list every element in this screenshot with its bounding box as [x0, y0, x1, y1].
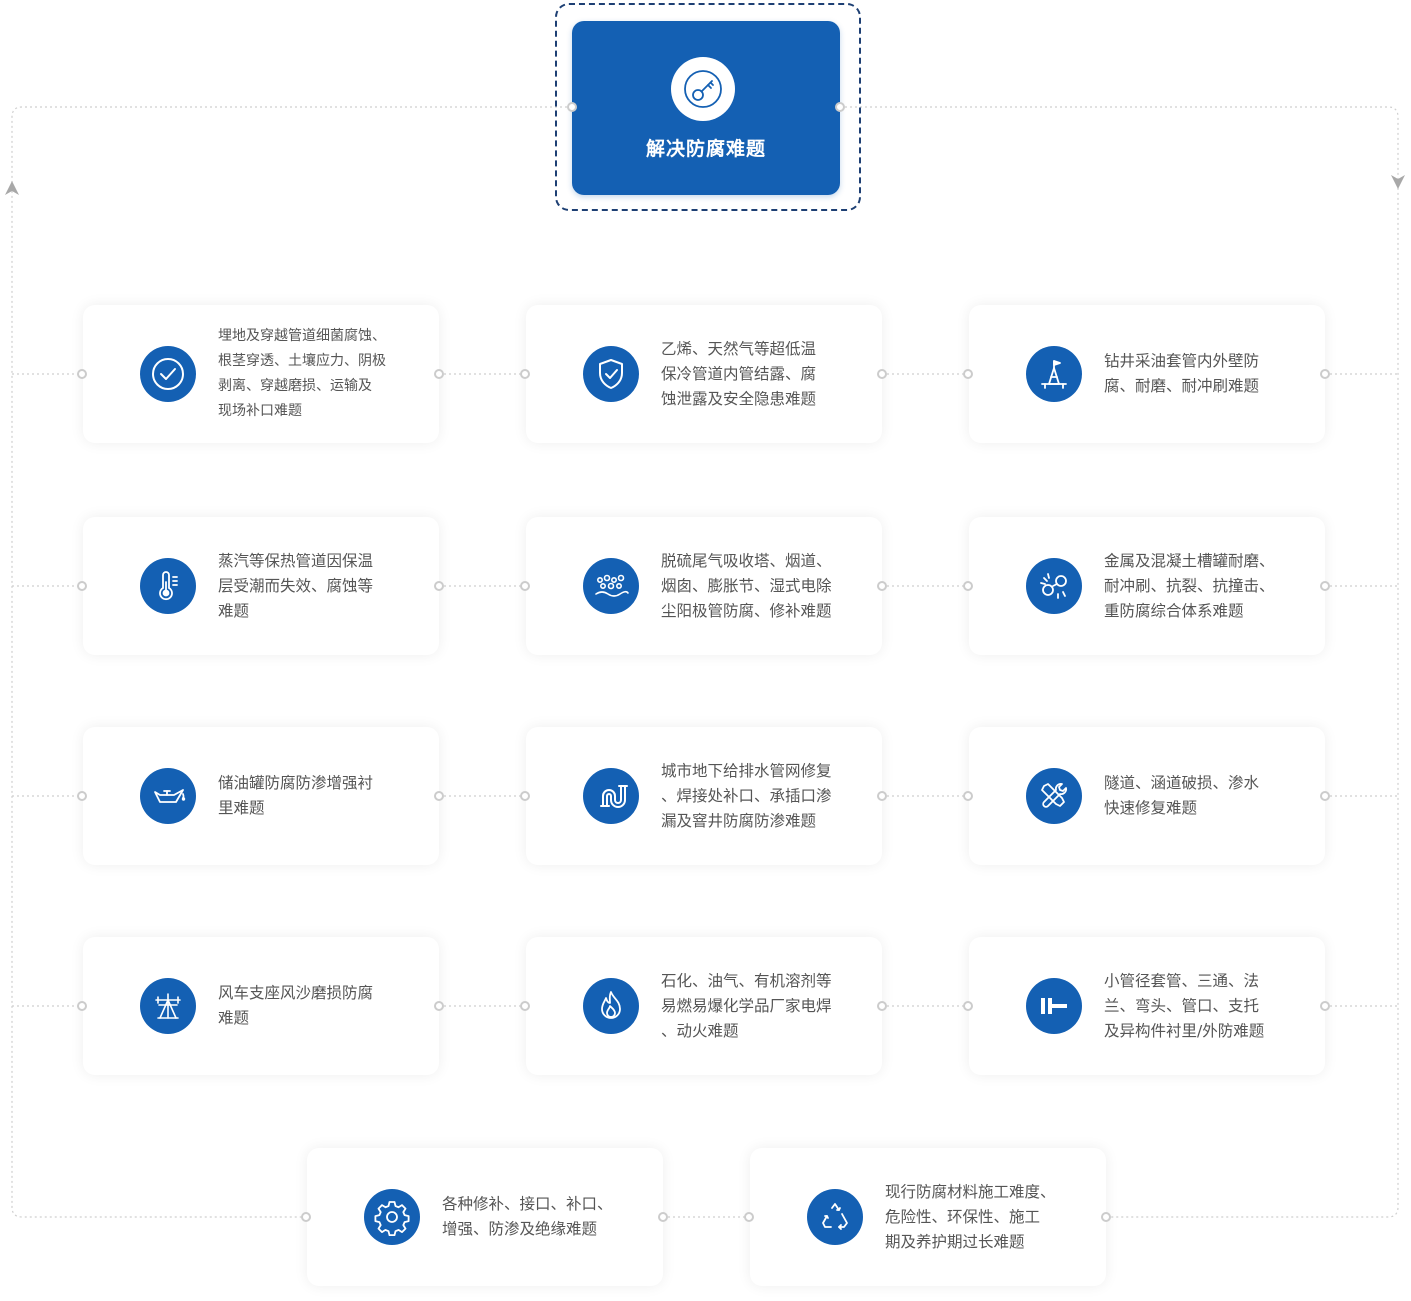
problem-text: 乙烯、天然气等超低温 保冷管道内管结露、腐 蚀泄露及安全隐患难题	[661, 339, 817, 408]
problem-text: 小管径套管、三通、法 兰、弯头、管口、支托 及异构件衬里/外防难题	[1104, 971, 1265, 1040]
connector-dot	[520, 1001, 530, 1011]
problem-text: 蒸汽等保热管道因保温 层受潮而失效、腐蚀等 难题	[218, 551, 374, 620]
impact-icon	[1026, 558, 1082, 614]
problem-card: 蒸汽等保热管道因保温 层受潮而失效、腐蚀等 难题	[83, 517, 439, 655]
problem-text: 城市地下给排水管网修复 、焊接处补口、承插口渗 漏及窨井防腐防渗难题	[661, 761, 832, 830]
shield-check-icon	[583, 346, 639, 402]
connector-dot	[301, 1212, 311, 1222]
outer-loop-left	[11, 106, 572, 1218]
oil-rig-icon	[1026, 346, 1082, 402]
header-title: 解决防腐难题	[645, 138, 766, 160]
problem-text: 现行防腐材料施工难度、 危险性、环保性、施工 期及养护期过长难题	[885, 1182, 1056, 1251]
connector-dot	[835, 102, 845, 112]
connector-dot	[877, 581, 887, 591]
problem-card: 金属及混凝土槽罐耐磨、 耐冲刷、抗裂、抗撞击、 重防腐综合体系难题	[969, 517, 1325, 655]
arrow-down-icon	[1391, 175, 1405, 189]
problem-text: 储油罐防腐防渗增强衬 里难题	[218, 774, 374, 817]
problem-card: 钻井采油套管内外壁防 腐、耐磨、耐冲刷难题	[969, 305, 1325, 443]
problem-card: 现行防腐材料施工难度、 危险性、环保性、施工 期及养护期过长难题	[750, 1148, 1106, 1286]
connector-dot	[658, 1212, 668, 1222]
oil-can-icon	[140, 768, 196, 824]
key-icon	[671, 57, 735, 121]
connector-dot	[877, 791, 887, 801]
connector-dot	[963, 581, 973, 591]
thermometer-icon	[140, 558, 196, 614]
problem-text: 隧道、涵道破损、渗水 快速修复难题	[1104, 774, 1260, 817]
tools-icon	[1026, 768, 1082, 824]
problem-text: 各种修补、接口、补口、 增强、防渗及绝缘难题	[442, 1195, 613, 1238]
problem-text: 风车支座风沙磨损防腐 难题	[218, 984, 374, 1027]
pipe-flange-icon	[1026, 978, 1082, 1034]
gear-icon	[364, 1189, 420, 1245]
problem-card: 隧道、涵道破损、渗水 快速修复难题	[969, 727, 1325, 865]
connector-dot	[1101, 1212, 1111, 1222]
problem-text: 埋地及穿越管道细菌腐蚀、 根茎穿透、土壤应力、阴极 剥离、穿越磨损、运输及 现场…	[218, 328, 386, 419]
problem-card: 各种修补、接口、补口、 增强、防渗及绝缘难题	[307, 1148, 663, 1286]
problem-text: 石化、油气、有机溶剂等 易燃易爆化学品厂家电焊 、动火难题	[661, 971, 832, 1040]
connector-dot	[434, 791, 444, 801]
connector-dot	[877, 1001, 887, 1011]
problem-text: 钻井采油套管内外壁防 腐、耐磨、耐冲刷难题	[1104, 352, 1260, 395]
connector-dot	[434, 369, 444, 379]
connector-dot	[1320, 581, 1330, 591]
problem-card: 埋地及穿越管道细菌腐蚀、 根茎穿透、土壤应力、阴极 剥离、穿越磨损、运输及 现场…	[83, 305, 439, 443]
problem-card: 城市地下给排水管网修复 、焊接处补口、承插口渗 漏及窨井防腐防渗难题	[526, 727, 882, 865]
problem-text: 脱硫尾气吸收塔、烟道、 烟囱、膨胀节、湿式电除 尘阳极管防腐、修补难题	[661, 551, 832, 620]
problem-card: 风车支座风沙磨损防腐 难题	[83, 937, 439, 1075]
connector-dot	[434, 581, 444, 591]
connector-dot	[963, 791, 973, 801]
wind-turbine-icon	[140, 978, 196, 1034]
problem-card: 小管径套管、三通、法 兰、弯头、管口、支托 及异构件衬里/外防难题	[969, 937, 1325, 1075]
connector-dot	[1320, 1001, 1330, 1011]
connector-dot	[963, 369, 973, 379]
pipe-bend-icon	[583, 768, 639, 824]
connector-dot	[77, 791, 87, 801]
recycle-icon	[807, 1189, 863, 1245]
connector-dot	[744, 1212, 754, 1222]
connector-dot	[520, 581, 530, 591]
connector-dot	[520, 369, 530, 379]
connector-dot	[1320, 791, 1330, 801]
header-frame	[555, 3, 861, 211]
flame-icon	[583, 978, 639, 1034]
problem-card: 乙烯、天然气等超低温 保冷管道内管结露、腐 蚀泄露及安全隐患难题	[526, 305, 882, 443]
problem-card: 储油罐防腐防渗增强衬 里难题	[83, 727, 439, 865]
connector-dot	[963, 1001, 973, 1011]
problem-card: 石化、油气、有机溶剂等 易燃易爆化学品厂家电焊 、动火难题	[526, 937, 882, 1075]
connector-dot	[77, 1001, 87, 1011]
problem-card: 脱硫尾气吸收塔、烟道、 烟囱、膨胀节、湿式电除 尘阳极管防腐、修补难题	[526, 517, 882, 655]
outer-loop-right	[840, 106, 1399, 1218]
connector-dot	[1320, 369, 1330, 379]
connector-dot	[567, 102, 577, 112]
connector-dot	[434, 1001, 444, 1011]
connector-dot	[77, 581, 87, 591]
arrow-up-icon	[5, 181, 19, 195]
connector-dot	[77, 369, 87, 379]
check-circle-icon	[140, 346, 196, 402]
connector-dot	[877, 369, 887, 379]
gas-particles-icon	[583, 558, 639, 614]
problem-text: 金属及混凝土槽罐耐磨、 耐冲刷、抗裂、抗撞击、 重防腐综合体系难题	[1104, 551, 1275, 620]
connector-dot	[520, 791, 530, 801]
